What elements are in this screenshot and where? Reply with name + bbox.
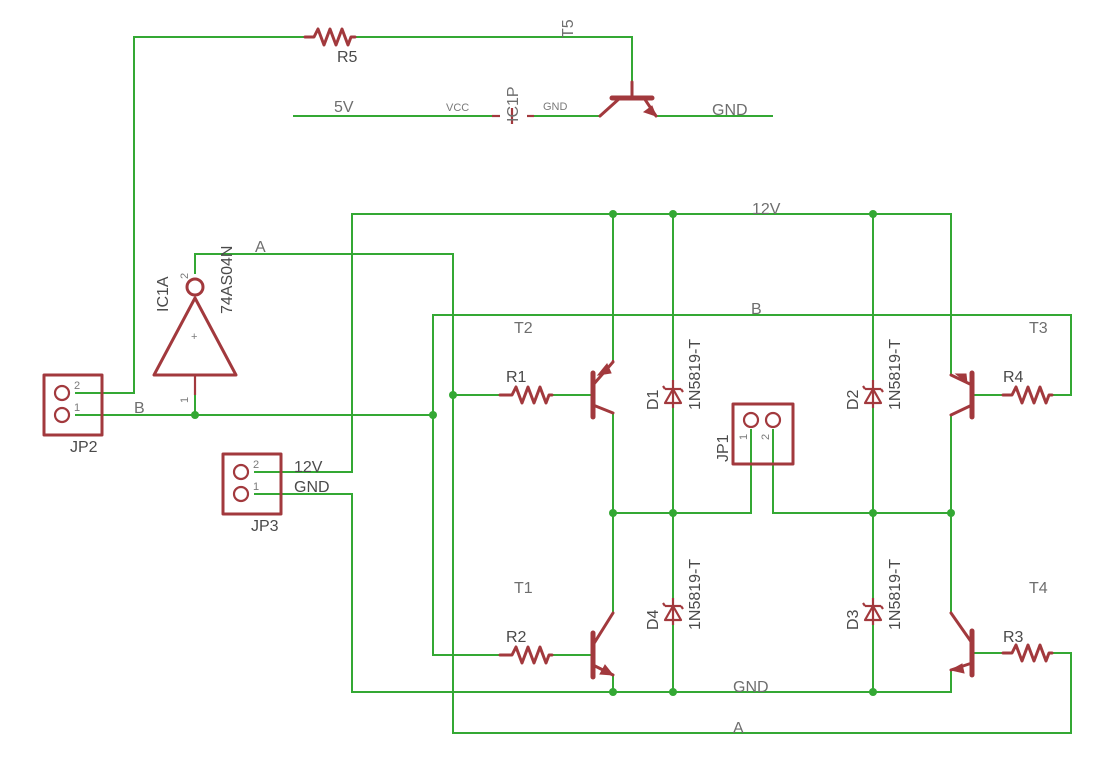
junction-dot	[609, 210, 617, 218]
label-vcc: VCC	[446, 102, 469, 114]
label-jp3: JP3	[251, 518, 279, 535]
label-gnd-jp3: GND	[294, 479, 330, 496]
label-b-left: B	[134, 400, 145, 417]
label-d1: D1	[645, 389, 662, 410]
transistor-t2[interactable]	[590, 360, 615, 420]
label-jp1-pin2: 2	[760, 434, 772, 440]
label-jp3-pin1: 1	[253, 481, 259, 493]
label-d4: D4	[645, 609, 662, 630]
junctions	[191, 210, 955, 696]
header-jp1[interactable]	[731, 402, 795, 466]
label-ic-plus: +	[191, 331, 197, 343]
label-t5: T5	[560, 19, 577, 38]
junction-dot	[669, 688, 677, 696]
label-gnd-small: GND	[543, 101, 568, 113]
label-d3: D3	[845, 609, 862, 630]
junction-dot	[669, 509, 677, 517]
label-12v-top: 12V	[752, 201, 781, 218]
label-d2: D2	[845, 389, 862, 410]
wire-net-b-loop	[432, 314, 1072, 656]
junction-dot	[609, 509, 617, 517]
labels: R5 T5 5V VCC IC1P GND GND 12V IC1A 74AS0…	[70, 19, 1048, 737]
wire-net-a	[194, 253, 1072, 734]
label-ic1p: IC1P	[505, 86, 522, 122]
label-a-top: A	[255, 239, 266, 256]
header-jp2[interactable]	[42, 373, 104, 437]
label-t2: T2	[514, 320, 533, 337]
resistor-r5[interactable]	[303, 27, 357, 47]
junction-dot	[869, 688, 877, 696]
inverter-ic1a[interactable]	[152, 277, 238, 395]
label-ic-pin1: 1	[179, 397, 191, 403]
junction-dot	[869, 509, 877, 517]
label-r4: R4	[1003, 369, 1024, 386]
label-t1: T1	[514, 580, 533, 597]
diode-d4[interactable]	[662, 598, 684, 625]
label-r5: R5	[337, 49, 358, 66]
label-12v-jp3: 12V	[294, 459, 323, 476]
label-d3-value: 1N5819-T	[887, 559, 904, 630]
ic1p-power-symbol	[492, 108, 534, 124]
transistor-t5[interactable]	[598, 80, 658, 118]
label-d2-value: 1N5819-T	[887, 339, 904, 410]
resistor-r2[interactable]	[498, 645, 554, 665]
label-jp2-pin1: 1	[74, 402, 80, 414]
label-5v: 5V	[334, 99, 354, 116]
wire-right-mid	[772, 414, 952, 514]
wire-r5-t5	[354, 36, 633, 83]
label-r3: R3	[1003, 629, 1024, 646]
wire-left-mid	[612, 412, 752, 514]
label-r2: R2	[506, 629, 527, 646]
label-ic1a: IC1A	[155, 276, 172, 312]
label-jp2-pin2: 2	[74, 380, 80, 392]
wire-jp2-r5	[75, 36, 306, 394]
resistor-r3[interactable]	[1001, 643, 1054, 663]
resistor-r1[interactable]	[498, 385, 554, 405]
junction-dot	[429, 411, 437, 419]
junction-dot	[869, 210, 877, 218]
label-a-bottom: A	[733, 720, 744, 737]
transistor-t4[interactable]	[949, 611, 975, 678]
diode-d2[interactable]	[862, 380, 884, 408]
junction-dot	[449, 391, 457, 399]
wires	[75, 36, 1072, 734]
label-t4: T4	[1029, 580, 1048, 597]
label-d4-value: 1N5819-T	[687, 559, 704, 630]
resistor-r4[interactable]	[1001, 385, 1054, 405]
label-jp2: JP2	[70, 439, 98, 456]
label-d1-value: 1N5819-T	[687, 339, 704, 410]
label-jp1-pin1: 1	[738, 434, 750, 440]
diode-d1[interactable]	[662, 380, 684, 408]
transistor-t3[interactable]	[949, 370, 975, 420]
junction-dot	[947, 509, 955, 517]
label-t3: T3	[1029, 320, 1048, 337]
junction-dot	[669, 210, 677, 218]
label-gnd-top: GND	[712, 102, 748, 119]
label-ic-part: 74AS04N	[219, 246, 236, 315]
header-jp3[interactable]	[221, 452, 283, 516]
label-ic-pin2: 2	[179, 273, 191, 279]
label-r1: R1	[506, 369, 527, 386]
junction-dot	[191, 411, 199, 419]
label-b-top: B	[751, 301, 762, 318]
label-gnd-bottom: GND	[733, 679, 769, 696]
wire-gnd-rail	[254, 493, 952, 693]
junction-dot	[609, 688, 617, 696]
label-jp3-pin2: 2	[253, 459, 259, 471]
diode-d3[interactable]	[862, 598, 884, 625]
transistor-t1[interactable]	[590, 611, 615, 680]
label-jp1: JP1	[715, 434, 732, 462]
wire-12v-rail	[254, 213, 952, 473]
